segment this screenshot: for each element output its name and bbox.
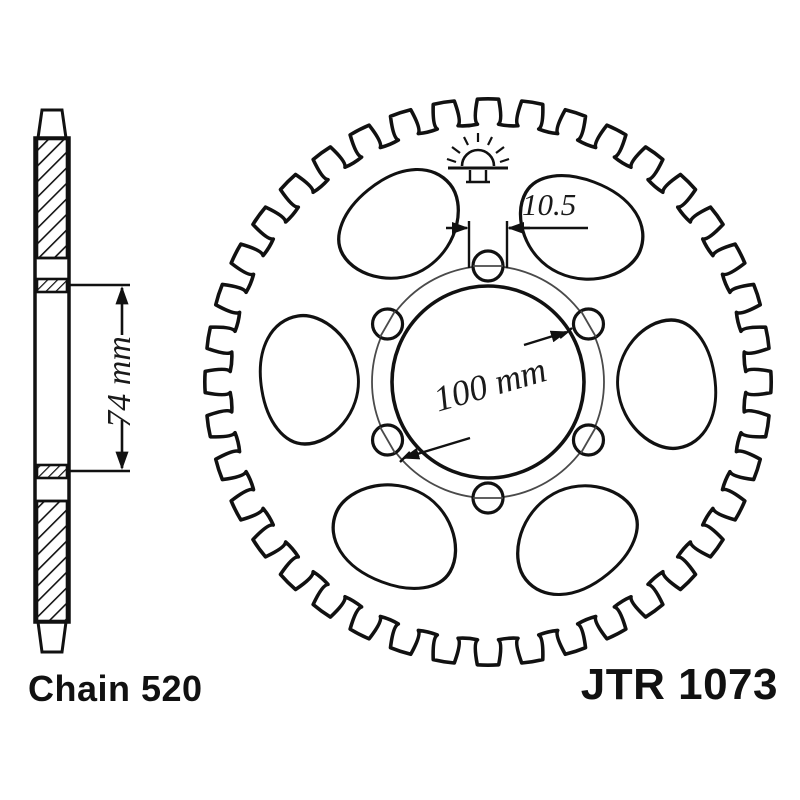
sunburst-icon	[446, 133, 510, 184]
sunburst-ray-5	[446, 157, 457, 164]
lightening-window	[337, 168, 460, 280]
dim-label-10-5: 10.5	[522, 187, 576, 222]
section-bolt-band-lower	[35, 463, 69, 480]
front-plan-view	[202, 96, 774, 668]
dim-label-74mm-group: 74 mm	[101, 336, 138, 428]
bolt-circle-crossmark	[580, 310, 597, 338]
sunburst-ray-1	[463, 136, 469, 146]
pitch-dim-line-left	[402, 436, 471, 460]
bolt-circle-crossmark	[379, 426, 396, 454]
sunburst-ray-4	[495, 146, 505, 154]
section-side-view	[33, 108, 71, 654]
section-hatch-lower	[35, 499, 69, 623]
sunburst-dome	[460, 148, 496, 167]
lightening-windows	[259, 168, 717, 596]
section-bolt-band-upper	[35, 277, 69, 294]
lightening-window	[259, 313, 360, 446]
dimension-74mm: 74 mm	[67, 283, 138, 473]
lightening-window	[516, 484, 639, 596]
bolt-holes	[370, 249, 606, 515]
lightening-window	[331, 483, 458, 590]
section-hatch-upper	[35, 137, 69, 260]
section-top-tooth-tip	[36, 108, 68, 140]
part-number-label: JTR 1073	[580, 660, 778, 709]
bolt-circle-crossmark	[580, 426, 597, 454]
dimension-10-5: 10.5	[446, 187, 588, 268]
lightening-window	[616, 318, 717, 451]
dim-label-74mm: 74 mm	[101, 336, 138, 428]
center-bore	[390, 284, 586, 480]
sunburst-ray-2	[487, 136, 493, 146]
pitch-dim-line-right	[523, 330, 568, 347]
bolt-circle-crossmark	[379, 310, 396, 338]
sunburst-ray-6	[499, 157, 510, 164]
sunburst-ray-3	[451, 146, 461, 154]
section-bottom-tooth-tip	[36, 620, 68, 654]
sunburst-stand	[466, 170, 490, 184]
chain-size-label: Chain 520	[28, 668, 203, 709]
